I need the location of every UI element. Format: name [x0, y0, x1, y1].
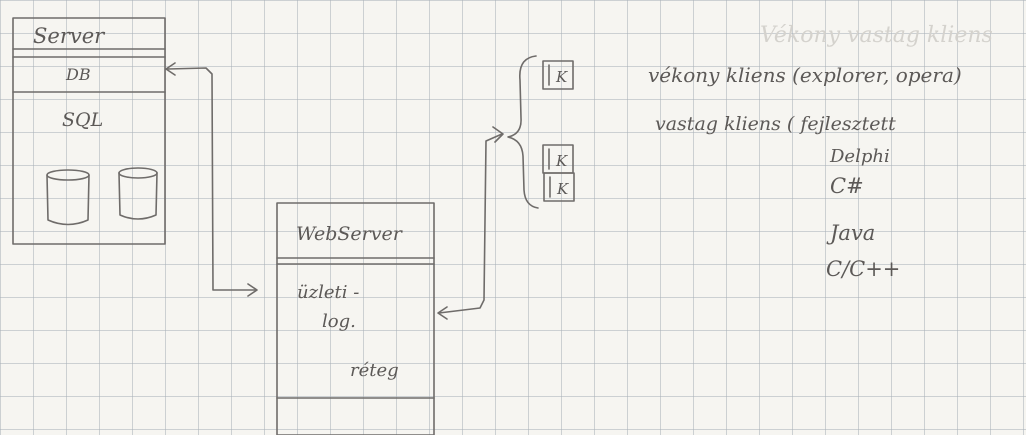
faint-background-writing: Vékony vastag kliens	[760, 23, 993, 48]
webserver-clients-arrow	[437, 126, 504, 320]
database-cylinder-icon	[46, 169, 90, 226]
database-cylinder-icon	[118, 167, 158, 220]
thick-client-note: vastag kliens ( fejlesztett	[655, 113, 896, 135]
language-delphi: Delphi	[829, 146, 890, 167]
client-box: K	[542, 144, 574, 174]
client-label: K	[555, 68, 568, 86]
server-outline	[12, 17, 166, 245]
sql-label: SQL	[62, 109, 103, 131]
server-title: Server	[33, 24, 106, 48]
business-layer-line3: réteg	[350, 360, 399, 381]
db-label: DB	[65, 65, 91, 84]
client-box: K	[542, 60, 574, 90]
client-box: K	[543, 172, 575, 202]
language-csharp: C#	[830, 174, 864, 198]
thin-client-note: vékony kliens (explorer, opera)	[648, 63, 962, 87]
webserver-box: WebServer üzleti - log. réteg	[276, 202, 435, 435]
webserver-title: WebServer	[296, 223, 404, 245]
business-layer-line2: log.	[322, 311, 356, 332]
client-brace	[507, 55, 539, 209]
webserver-outline	[276, 202, 435, 435]
language-java: Java	[826, 221, 875, 245]
business-layer-line1: üzleti -	[297, 282, 359, 303]
server-box: Server DB SQL	[12, 17, 166, 245]
client-label: K	[556, 180, 569, 198]
db-webserver-arrow	[165, 62, 258, 297]
client-label: K	[555, 152, 568, 170]
language-cpp: C/C++	[826, 257, 900, 281]
